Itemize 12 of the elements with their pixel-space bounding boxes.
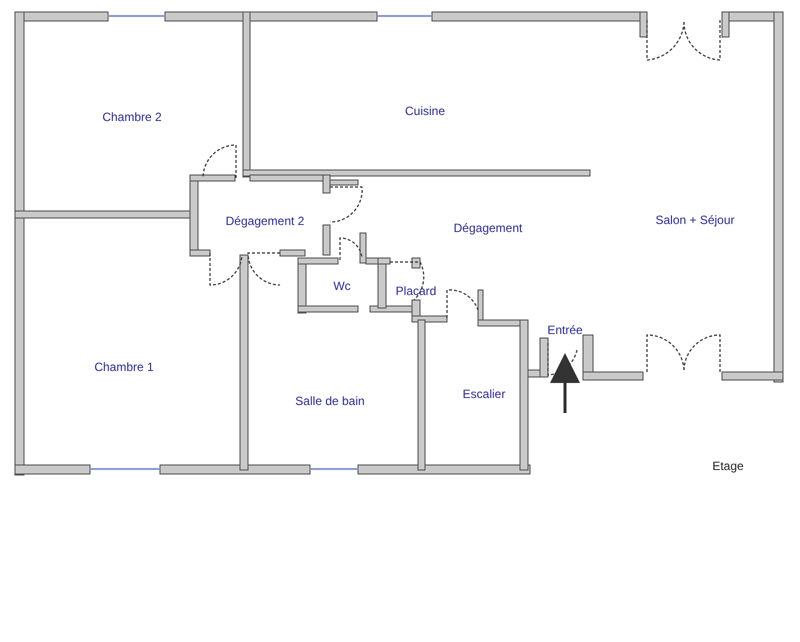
floor-label: Etage	[712, 459, 744, 473]
room-label: Placard	[396, 284, 436, 298]
room-label: Dégagement 2	[226, 214, 304, 228]
room-label: Dégagement	[454, 221, 522, 235]
room-label: Wc	[333, 279, 351, 293]
room-label: Salle de bain	[295, 394, 365, 408]
room-label: Escalier	[462, 387, 506, 401]
room-label: Chambre 1	[94, 360, 154, 374]
room-label: Cuisine	[404, 104, 446, 118]
room-label: Chambre 2	[102, 110, 162, 124]
room-label: Entrée	[547, 323, 583, 337]
room-label: Salon + Séjour	[655, 213, 735, 227]
